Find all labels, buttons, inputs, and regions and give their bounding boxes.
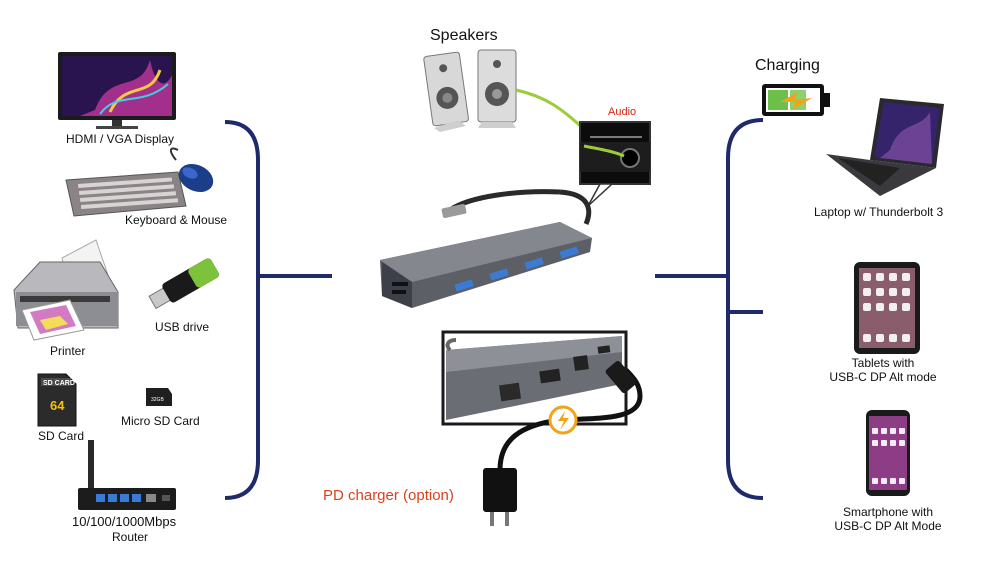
mouse-icon: [170, 147, 214, 193]
label-usb-drive: USB drive: [155, 320, 210, 334]
micro-sd-size-text: 32GB: [151, 397, 164, 403]
label-router: Router: [112, 530, 149, 544]
label-keyboard-mouse: Keyboard & Mouse: [125, 213, 228, 227]
printer-icon: [13, 239, 119, 341]
usb-c-hub: [380, 189, 592, 308]
label-speakers: Speakers: [430, 27, 498, 44]
smartphone-icon: [866, 410, 910, 496]
pd-charger-icon: [483, 360, 643, 526]
left-bracket: [224, 120, 332, 500]
sd-card-size-text: 64: [50, 398, 65, 413]
label-pd-charger: PD charger (option): [323, 487, 454, 504]
label-micro-sd: Micro SD Card: [121, 414, 200, 428]
laptop-icon: [826, 98, 944, 196]
label-sd-card: SD Card: [38, 429, 85, 443]
label-tablet-line1: Tablets with: [851, 356, 915, 370]
usb-drive-icon: [148, 258, 219, 310]
label-audio: Audio: [608, 106, 637, 118]
speakers-icon: [423, 49, 517, 132]
sd-card-icon: SD CARD 64: [37, 373, 77, 427]
keyboard-icon: [65, 171, 187, 217]
display-icon: [58, 52, 176, 129]
audio-inset: [579, 121, 651, 207]
label-charging: Charging: [755, 57, 820, 74]
hub-side-inset: [441, 330, 628, 426]
micro-sd-icon: 32GB: [146, 388, 172, 406]
label-printer: Printer: [50, 344, 86, 358]
battery-icon: [762, 84, 830, 116]
label-phone-line1: Smartphone with: [842, 505, 934, 519]
label-hdmi-display: HDMI / VGA Display: [66, 132, 175, 146]
tablet-icon: [854, 262, 920, 354]
label-laptop: Laptop w/ Thunderbolt 3: [814, 205, 944, 219]
right-bracket: [655, 118, 764, 500]
label-phone-line2: USB-C DP Alt Mode: [834, 519, 942, 533]
label-tablet-line2: USB-C DP Alt mode: [829, 370, 937, 384]
label-tablet: Tablets with USB-C DP Alt mode: [808, 356, 958, 384]
sd-card-top-text: SD CARD: [43, 380, 75, 387]
label-smartphone: Smartphone with USB-C DP Alt Mode: [808, 505, 968, 533]
label-router-speed: 10/100/1000Mbps: [72, 514, 177, 529]
router-icon: [78, 440, 176, 510]
